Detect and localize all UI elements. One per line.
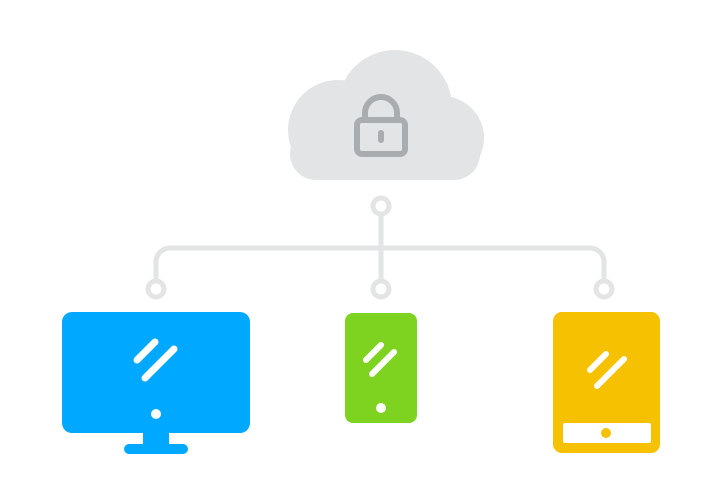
desktop-power-dot: [151, 409, 161, 419]
tablet-home-button: [601, 428, 611, 438]
desktop-screen-glare: [133, 338, 178, 382]
tablet-connector-node: [593, 278, 615, 300]
phone-screen-glare: [363, 342, 397, 377]
cloud-connector-node: [370, 195, 392, 217]
tablet-icon: [553, 312, 660, 453]
tablet-screen-glare: [587, 351, 627, 389]
desktop-monitor-icon: [62, 312, 250, 454]
connector-nodes: [145, 195, 615, 300]
cloud-icon: [288, 50, 484, 180]
phone-home-button: [376, 403, 386, 413]
desktop-connector-node: [145, 278, 167, 300]
lock-icon: [354, 94, 408, 157]
phone-connector-node: [370, 278, 392, 300]
smartphone-icon: [345, 313, 417, 423]
connector-lines: [153, 211, 607, 291]
